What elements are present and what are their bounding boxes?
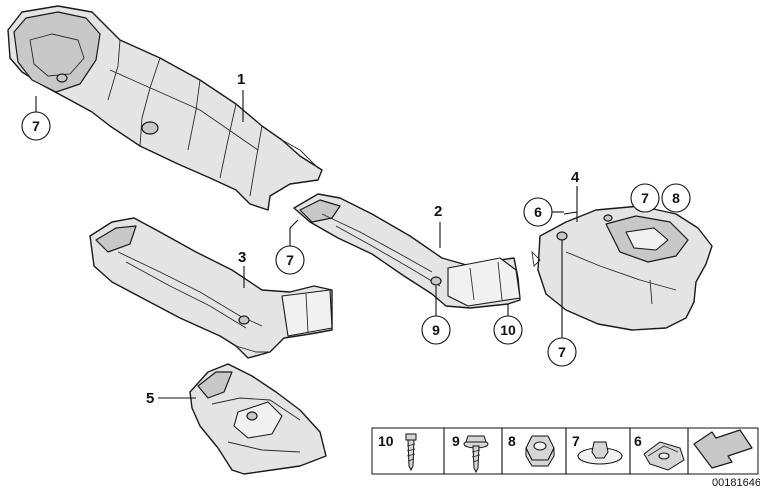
- arrow-icon: [693, 429, 753, 469]
- callout-10: 10: [493, 304, 523, 345]
- callout-6: 6: [523, 197, 564, 227]
- heat-shield-part-2: [293, 193, 521, 309]
- hex-nut-icon: [525, 435, 555, 467]
- svg-text:9: 9: [432, 322, 440, 338]
- svg-text:8: 8: [508, 433, 516, 449]
- hardware-legend: 10 9 8: [371, 427, 759, 475]
- svg-text:5: 5: [146, 390, 154, 407]
- svg-text:7: 7: [572, 433, 580, 449]
- svg-text:7: 7: [641, 190, 649, 206]
- callout-7-top-left: 7: [21, 96, 51, 141]
- legend-item-6: 6: [634, 433, 685, 471]
- svg-text:2: 2: [434, 203, 442, 220]
- svg-text:1: 1: [237, 71, 245, 88]
- washer-nut-icon: [577, 441, 623, 465]
- svg-text:10: 10: [378, 433, 394, 449]
- svg-text:6: 6: [534, 204, 542, 220]
- legend-item-9: 9: [452, 433, 489, 474]
- part-label-1: 1: [237, 71, 245, 122]
- diagram-id: 00181646: [712, 477, 760, 488]
- heat-shield-part-1: [7, 5, 323, 211]
- svg-text:3: 3: [238, 249, 246, 266]
- svg-text:6: 6: [634, 433, 642, 449]
- part-label-4: 4: [563, 169, 580, 222]
- svg-text:9: 9: [452, 433, 460, 449]
- part-label-2: 2: [434, 203, 442, 248]
- svg-text:7: 7: [32, 118, 40, 134]
- legend-item-10: 10: [378, 433, 417, 472]
- svg-text:7: 7: [286, 252, 294, 268]
- callout-8: 8: [661, 183, 691, 213]
- legend-item-8: 8: [508, 433, 555, 467]
- screw-icon: [405, 433, 417, 472]
- hex-bolt-icon: [463, 435, 489, 474]
- callout-7-mid: 7: [275, 219, 305, 275]
- svg-text:4: 4: [571, 169, 580, 186]
- callout-7-top-right: 7: [630, 183, 660, 213]
- svg-text:10: 10: [500, 322, 516, 338]
- heat-shield-part-3: [89, 217, 333, 359]
- callout-7-bottom-right: 7: [547, 240, 577, 367]
- clip-nut-icon: [643, 441, 685, 471]
- svg-text:7: 7: [558, 344, 566, 360]
- legend-item-7: 7: [572, 433, 623, 465]
- svg-text:8: 8: [672, 190, 680, 206]
- part-label-5: 5: [146, 390, 196, 407]
- heat-shield-part-4: [531, 205, 713, 331]
- callout-9: 9: [421, 286, 451, 345]
- heat-shield-part-5: [189, 363, 327, 475]
- part-label-3: 3: [238, 249, 246, 288]
